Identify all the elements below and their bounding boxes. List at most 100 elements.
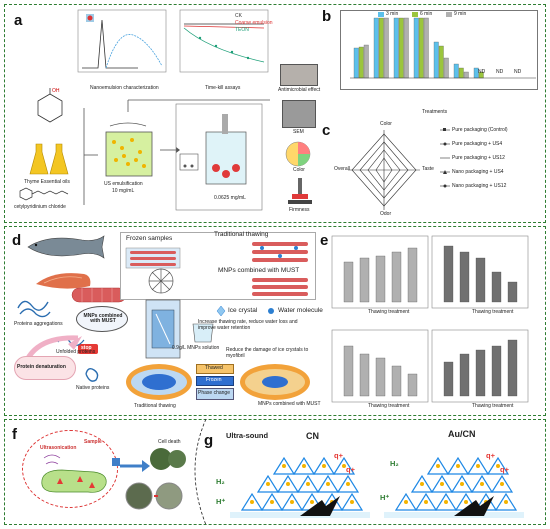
- mnps-circle: [76, 306, 128, 332]
- lattice-node: [310, 500, 314, 504]
- cpc-molecule-icon: [19, 187, 69, 201]
- panel-b-legend-swatches: [378, 12, 452, 17]
- lattice-cell: [260, 492, 284, 511]
- ice-crystal-label: Ice crystal: [228, 307, 258, 314]
- color-label: Color: [293, 167, 305, 173]
- nd-label-3: ND: [514, 69, 522, 75]
- lattice-node: [500, 482, 504, 486]
- q-plus-4: q+: [500, 465, 509, 474]
- traditional-core: [142, 374, 176, 390]
- thawed-badge: [196, 364, 234, 374]
- denaturation-cloud: [14, 356, 76, 380]
- lattice-cell: [256, 474, 280, 493]
- lattice-node: [460, 482, 464, 486]
- panel-e-letter: e: [320, 232, 329, 249]
- mnps-must-label: MNPs combined with MUST: [218, 267, 300, 274]
- e-bar: [491, 271, 502, 303]
- bacteria-icon: [41, 454, 120, 493]
- radar-legend-2: Pure packaging + US4: [452, 141, 503, 147]
- phase-change-label: Phase change: [198, 390, 230, 396]
- e-bar: [407, 247, 418, 303]
- lattice-cell: [332, 456, 356, 475]
- traditional-thawing-label: Traditional thawing: [214, 231, 269, 238]
- e-bar: [491, 345, 502, 397]
- lattice-node: [326, 482, 330, 486]
- legend-9min: 9 min: [454, 11, 467, 17]
- panel-a-letter: a: [14, 12, 23, 29]
- radar-chart: [348, 130, 420, 210]
- lattice-cell: [494, 492, 518, 511]
- must-core: [262, 376, 288, 388]
- radar-legend-3: Pure packaging + US12: [452, 155, 505, 161]
- water-molecule-icon: [268, 308, 274, 314]
- legend-coarse: Coarse emulsion: [235, 20, 273, 26]
- proteins-aggregations-label: Proteins aggregations: [14, 321, 63, 327]
- concentration-label: 0.0625 mg/mL: [214, 195, 246, 201]
- flow-lines: [83, 99, 270, 205]
- panel-d-letter: d: [12, 232, 22, 249]
- color-chart-icon: [285, 141, 311, 167]
- thymol-molecule-icon: OH: [37, 88, 63, 123]
- lattice-cell: [394, 492, 418, 511]
- charge-arrow: [454, 496, 494, 516]
- us-emulsification-beaker: [105, 122, 153, 177]
- lattice-node: [424, 500, 428, 504]
- aggregation-icon: [17, 300, 51, 318]
- lattice-base: [230, 512, 370, 518]
- lattice-base: [384, 512, 524, 518]
- muscle-fiber-icon: [71, 287, 127, 303]
- nd-label-2: ND: [496, 69, 504, 75]
- lattice-node: [436, 464, 440, 468]
- firmness-label: Firmness: [289, 207, 310, 213]
- e-bar: [407, 373, 418, 397]
- firmness-tester-icon: [288, 178, 312, 204]
- q-plus-2: q+: [346, 465, 355, 474]
- lattice-cell: [280, 492, 304, 511]
- lattice-node: [306, 482, 310, 486]
- mnps-must-bottom: MNPs combined with MUST: [258, 401, 321, 407]
- h2-label-cn: H₂: [216, 477, 225, 486]
- lattice-node: [286, 482, 290, 486]
- lattice-node: [456, 464, 460, 468]
- cell-death-label: Cell death: [158, 439, 181, 445]
- phase-badge: [196, 388, 234, 400]
- radar-legend-4: Nano packaging + US4: [452, 169, 504, 175]
- time-kill-chart: [179, 9, 269, 73]
- e-bar: [459, 353, 470, 397]
- e-bar: [375, 255, 386, 303]
- legend-ck: CK: [235, 13, 242, 19]
- lattice-node: [496, 464, 500, 468]
- lattice-cell: [316, 474, 340, 493]
- lattice-node: [250, 500, 254, 504]
- legend-6min: 6 min: [420, 11, 433, 17]
- salmon-fillet-icon: [36, 273, 91, 289]
- unfolded-proteins-label: Unfolded proteins: [56, 349, 96, 355]
- lattice-cell: [470, 474, 494, 493]
- panel-f-letter: f: [12, 426, 17, 443]
- e-bar: [459, 251, 470, 303]
- frozen-badge: [196, 376, 234, 386]
- cell-death-icon: [150, 448, 186, 470]
- lattice-node: [476, 464, 480, 468]
- panel-a-b-c-frame: [4, 4, 546, 223]
- lattice-cell: [410, 474, 434, 493]
- sample-label: Sample: [84, 439, 102, 445]
- charge-arrow: [300, 496, 340, 516]
- reduce-text: Reduce the damage of ice crystals to myo…: [226, 347, 309, 359]
- lattice-cell: [446, 456, 470, 475]
- sem-image: [282, 100, 316, 128]
- panel-c-letter: c: [322, 122, 331, 139]
- q-plus-1: q+: [334, 451, 343, 460]
- e-bar: [475, 349, 486, 397]
- frozen-label: Frozen: [206, 377, 222, 383]
- panel-b-xlabel: Treatments: [422, 109, 448, 115]
- petri-dishes-icon: [125, 482, 183, 510]
- lattice-node: [342, 464, 346, 468]
- panel-b-bars: [350, 17, 536, 79]
- radar-legend-markers: [440, 128, 450, 188]
- lattice-node: [282, 464, 286, 468]
- packaging-apparatus: [175, 103, 263, 211]
- lattice-cell: [336, 474, 360, 493]
- nanoemulsion-chart: [77, 9, 167, 73]
- lattice-cell: [312, 456, 336, 475]
